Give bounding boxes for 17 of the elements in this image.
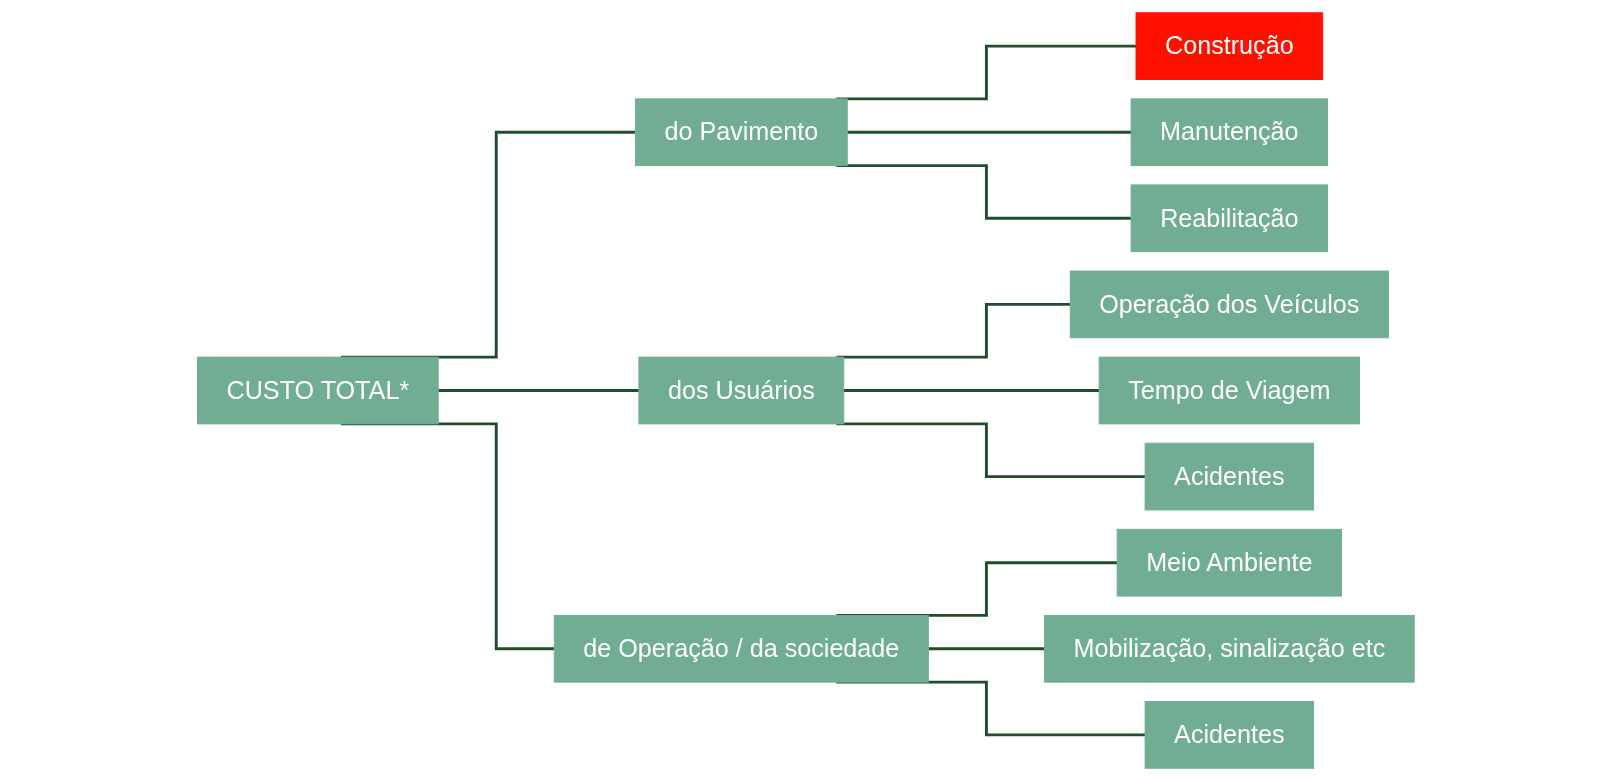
connector [847, 130, 1133, 134]
node-box: de Operação / da sociedade [553, 614, 929, 683]
node-box: Tempo de Viagem [1098, 356, 1361, 425]
node-box: Operação dos Veículos [1069, 270, 1389, 339]
node-box: dos Usuários [638, 356, 845, 425]
node-box: Mobilização, sinalização etc [1044, 614, 1415, 683]
connector [928, 647, 1046, 651]
connector [843, 389, 1101, 392]
connector [438, 389, 641, 392]
node-box: Meio Ambiente [1116, 528, 1343, 597]
node-box: Construção [1135, 12, 1324, 80]
node-box: Acidentes [1144, 442, 1315, 511]
node-box: CUSTO TOTAL* [197, 356, 439, 425]
node-box: Acidentes [1144, 701, 1315, 769]
node-box: Manutenção [1130, 98, 1329, 167]
node-box: do Pavimento [635, 98, 848, 167]
node-box: Reabilitação [1130, 184, 1329, 253]
